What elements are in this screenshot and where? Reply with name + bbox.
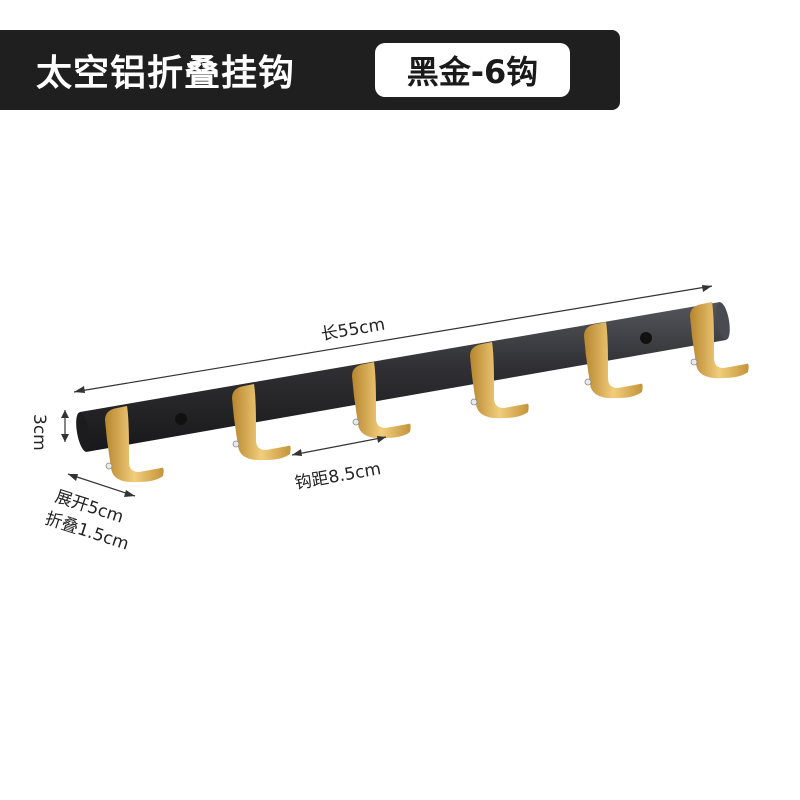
- screw-hole: [640, 332, 652, 344]
- variant-badge: 黑金-6钩: [375, 43, 570, 97]
- hook: [690, 302, 749, 379]
- length-dimension: 长55cm: [73, 285, 713, 393]
- hook: [584, 322, 643, 399]
- screw-hole: [175, 413, 187, 425]
- fold-dimension: 展开5cm 折叠1.5cm: [42, 473, 136, 555]
- height-label: 3cm: [29, 414, 49, 451]
- hook-spacing-label: 钩距8.5cm: [293, 459, 382, 494]
- hook: [352, 362, 411, 439]
- title-banner: 太空铝折叠挂钩 黑金-6钩: [0, 30, 620, 110]
- hook: [232, 384, 291, 461]
- height-dimension: 3cm: [29, 410, 69, 451]
- hook: [105, 406, 164, 483]
- length-label: 长55cm: [320, 315, 387, 345]
- hook: [470, 342, 529, 419]
- product-title: 太空铝折叠挂钩: [36, 53, 296, 94]
- hook-spacing-dimension: 钩距8.5cm: [291, 436, 387, 494]
